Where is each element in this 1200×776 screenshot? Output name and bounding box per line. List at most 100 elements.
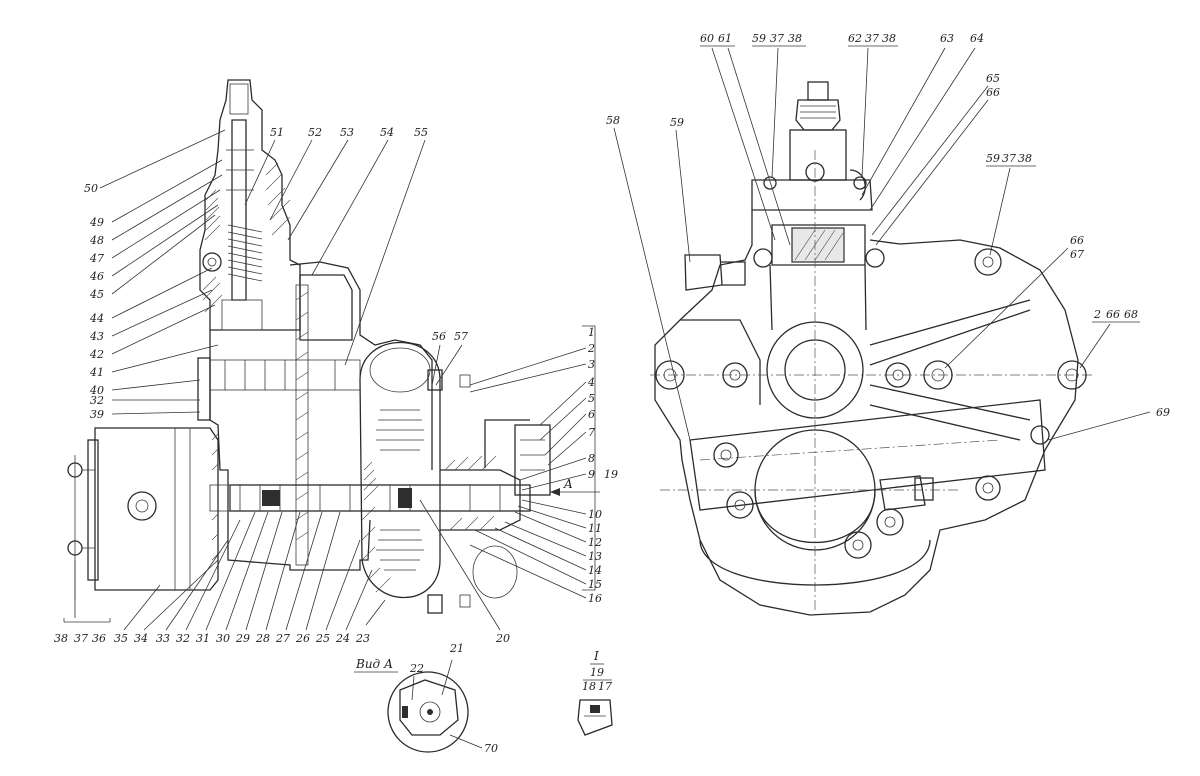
callout: 70 (484, 742, 498, 755)
arrow-a-label: A (563, 477, 573, 491)
callout: 64 (970, 32, 984, 45)
callout: 23 (355, 632, 370, 645)
callout: 18 (582, 680, 596, 693)
callout: 16 (588, 592, 602, 605)
detail-i: I 19 18 17 (577, 649, 613, 736)
callout: 40 (89, 384, 104, 397)
bolt-bosses (655, 248, 1087, 559)
callout: 38 (882, 32, 896, 45)
callout: 38 (1018, 152, 1032, 165)
callout: 48 (89, 234, 104, 247)
callout: 38 (788, 32, 802, 45)
callout: 60 (700, 32, 714, 45)
callout: 37 (865, 32, 879, 45)
callout: 32 (176, 632, 190, 645)
right-callouts: 60 61 59 37 38 62 37 38 63 64 65 66 58 (606, 32, 1170, 441)
callout: 59 (986, 152, 1000, 165)
callout: 39 (90, 408, 104, 421)
callout: 25 (315, 632, 330, 645)
callout: 15 (588, 578, 602, 591)
callout: 49 (89, 216, 104, 229)
callout: 45 (89, 288, 104, 301)
callout: 66 (986, 86, 1000, 99)
callout: 8 (588, 452, 595, 465)
callout: 44 (89, 312, 104, 325)
callout: 13 (588, 550, 602, 563)
callout: 5 (588, 392, 595, 405)
callout: 27 (275, 632, 290, 645)
callout: 24 (335, 632, 350, 645)
drive-shaft: A (229, 419, 600, 599)
callout: 32 (90, 394, 104, 407)
callout: 61 (718, 32, 732, 45)
callout: 53 (340, 126, 354, 139)
callout: 62 (848, 32, 862, 45)
callout: 6 (588, 408, 595, 421)
callout: 59 (752, 32, 766, 45)
callout: 41 (89, 366, 104, 379)
callout: 47 (89, 252, 104, 265)
callout: 30 (216, 632, 230, 645)
callout: 69 (1156, 406, 1170, 419)
view-a: Вид А 22 21 70 (354, 642, 498, 755)
callout: 59 (670, 116, 684, 129)
callout: 34 (134, 632, 148, 645)
callout: 21 (449, 642, 464, 655)
callout: 58 (606, 114, 620, 127)
callout: 35 (114, 632, 128, 645)
left-cylinder (67, 427, 231, 600)
callout: 14 (588, 564, 602, 577)
callout: 11 (588, 522, 602, 535)
body-outline (650, 150, 1095, 616)
callout: 56 (432, 330, 446, 343)
callout: 66 (1070, 234, 1084, 247)
view-a-caption: Вид А (355, 657, 393, 671)
callout: 42 (89, 348, 104, 361)
callout: 1 (588, 326, 595, 339)
callout: 7 (588, 426, 595, 439)
callout: 67 (1070, 248, 1084, 261)
callout: 38 (54, 632, 68, 645)
detail-i-title: I (593, 649, 599, 663)
callout: 19 (604, 468, 618, 481)
callout: 52 (308, 126, 322, 139)
callout: 12 (588, 536, 602, 549)
callout: 10 (588, 508, 602, 521)
callout: 37 (770, 32, 784, 45)
callout: 26 (295, 632, 310, 645)
callout: 37 (1002, 152, 1016, 165)
callout: 66 (1106, 308, 1120, 321)
callout: 9 (588, 468, 595, 481)
callout: 33 (156, 632, 170, 645)
valve-column (199, 79, 301, 331)
callout: 29 (235, 632, 250, 645)
callout: 4 (587, 376, 595, 389)
callout: 68 (1124, 308, 1138, 321)
callout: 51 (270, 126, 284, 139)
callout: 65 (986, 72, 1000, 85)
callout: 2 (1093, 308, 1101, 321)
callout: 55 (414, 126, 428, 139)
pump-housing (197, 261, 433, 571)
impeller-chamber (359, 341, 471, 614)
callout: 37 (74, 632, 88, 645)
left-callouts: 50 49 48 47 46 45 44 43 42 41 40 32 39 (54, 126, 618, 645)
callout: 17 (598, 680, 612, 693)
callout: 22 (409, 662, 424, 675)
callout: 46 (89, 270, 104, 283)
right-front-view: 60 61 59 37 38 62 37 38 63 64 65 66 58 (606, 32, 1170, 616)
callout: 20 (495, 632, 510, 645)
callout: 57 (454, 330, 468, 343)
callout: 3 (588, 358, 595, 371)
callout: 54 (380, 126, 394, 139)
callout: 2 (587, 342, 595, 355)
callout: 19 (590, 666, 604, 679)
callout: 36 (92, 632, 106, 645)
callout: 31 (196, 632, 210, 645)
callout: 28 (255, 632, 270, 645)
callout: 50 (84, 182, 98, 195)
callout: 63 (940, 32, 954, 45)
callout: 43 (89, 330, 104, 343)
